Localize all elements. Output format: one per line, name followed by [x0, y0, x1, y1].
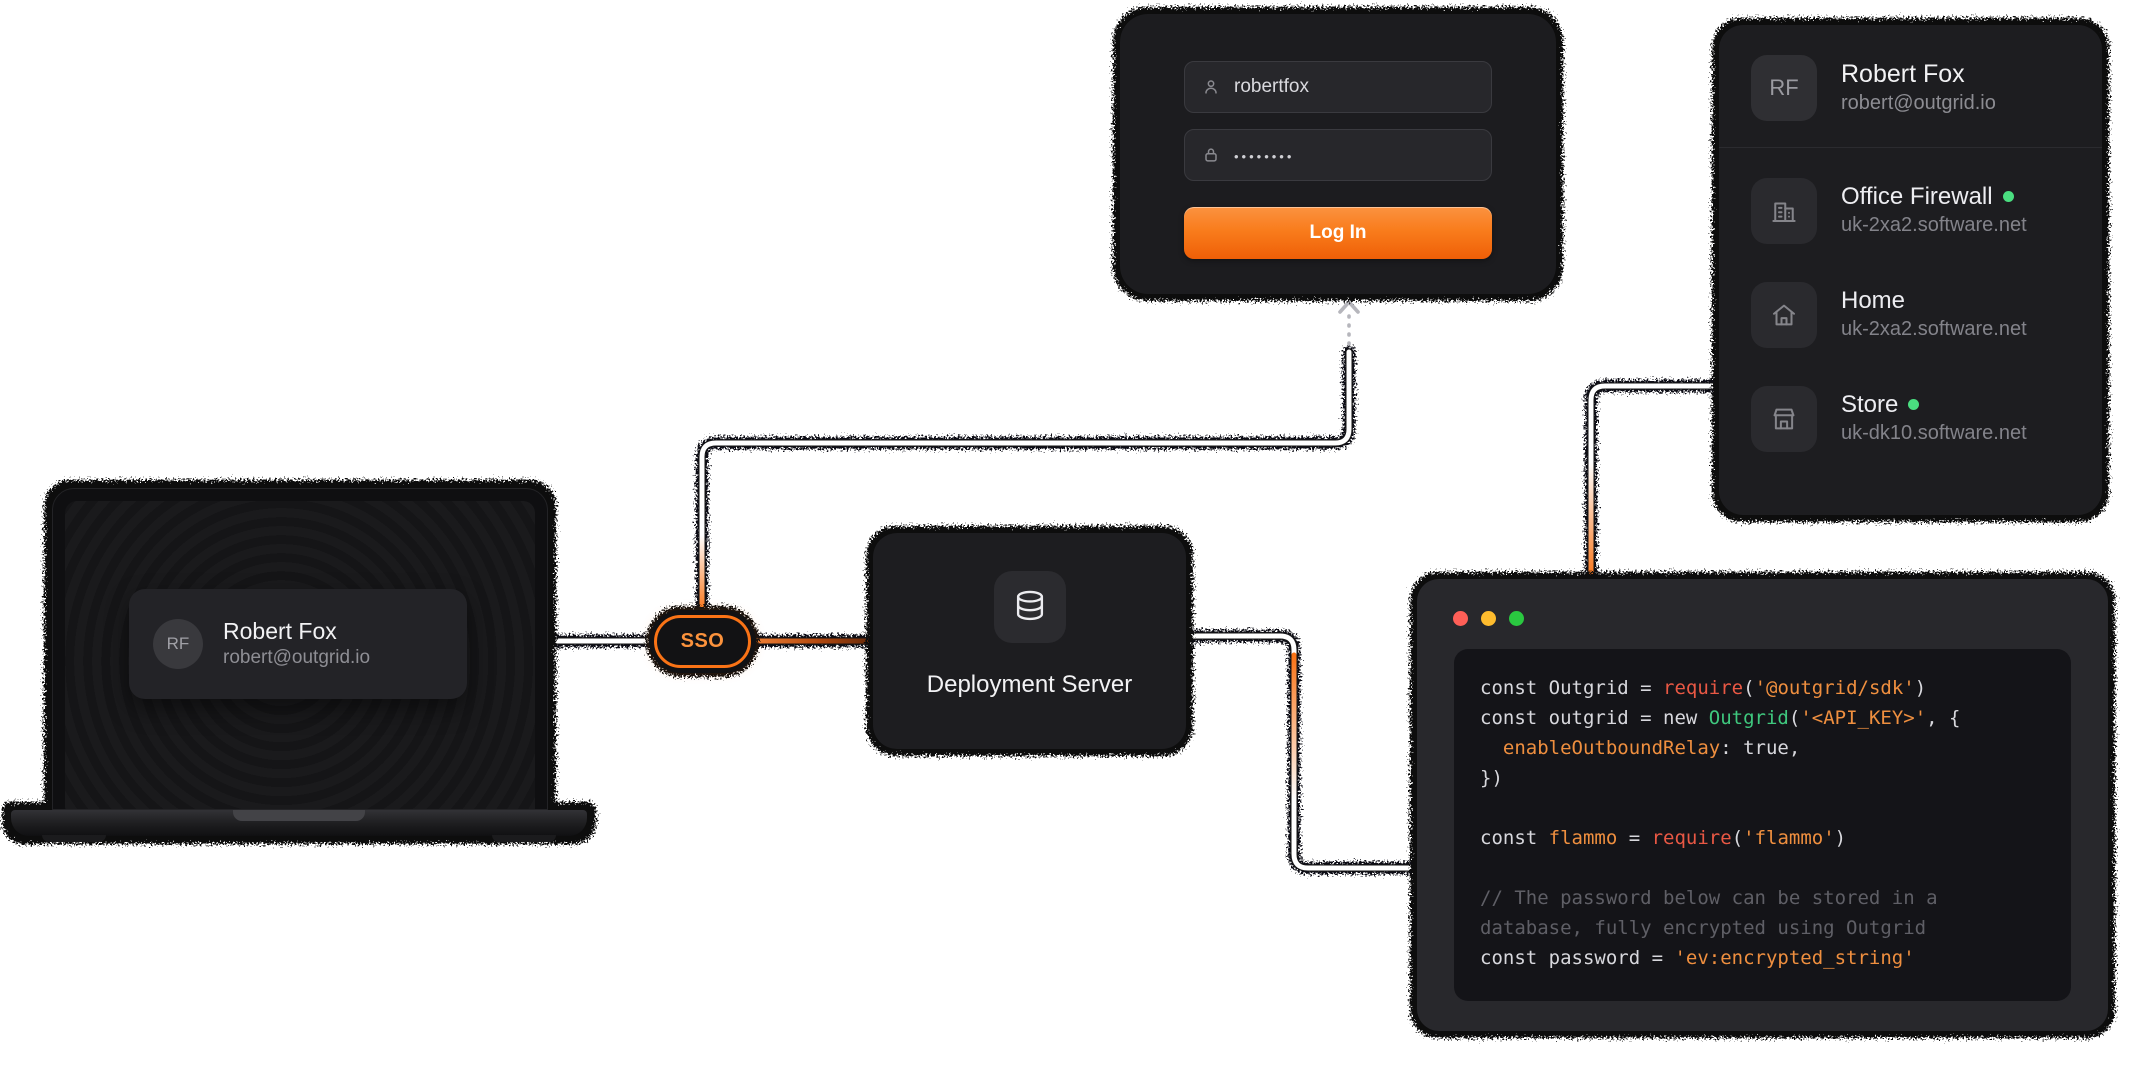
code-line: const password = 'ev:encrypted_string' — [1480, 947, 1915, 969]
login-button[interactable]: Log In — [1184, 207, 1492, 259]
divider — [1719, 147, 2102, 148]
online-status-dot — [1908, 399, 1920, 411]
laptop-groove — [233, 810, 365, 821]
minimize-window-icon[interactable] — [1481, 611, 1496, 626]
laptop-base — [11, 810, 587, 836]
window-controls — [1453, 611, 1524, 626]
code-line — [1480, 793, 2045, 823]
device-row-office-firewall[interactable]: Office Firewall uk-2xa2.software.net — [1751, 178, 2070, 244]
zoom-window-icon[interactable] — [1509, 611, 1524, 626]
server-label: Deployment Server — [926, 671, 1133, 698]
person-icon — [1201, 77, 1221, 97]
device-host: uk-2xa2.software.net — [1841, 318, 2027, 341]
server-icon-box — [993, 571, 1066, 643]
dashed-arrow-connector — [1338, 299, 1360, 354]
code-line: const Outgrid = require('@outgrid/sdk') — [1480, 677, 1927, 699]
sso-badge: SSO — [654, 615, 751, 668]
close-window-icon[interactable] — [1453, 611, 1468, 626]
sso-label: SSO — [680, 630, 725, 652]
device-row-home[interactable]: Home uk-2xa2.software.net — [1751, 282, 2070, 348]
home-icon — [1751, 282, 1817, 348]
database-icon — [1016, 590, 1043, 621]
online-status-dot — [2002, 191, 2014, 203]
code-line: // The password below can be stored in a — [1480, 887, 1938, 909]
password-input[interactable]: •••••••• — [1184, 129, 1492, 181]
code-content: const Outgrid = require('@outgrid/sdk') c… — [1480, 673, 2045, 973]
device-host: uk-dk10.software.net — [1841, 422, 2027, 445]
code-line: const flammo = require('flammo') — [1480, 827, 1847, 849]
code-line: database, fully encrypted using Outgrid — [1480, 917, 1927, 939]
laptop-foot — [492, 835, 556, 842]
code-line: enableOutboundRelay: true, — [1502, 737, 1801, 759]
code-line: const outgrid = new Outgrid('<API_KEY>',… — [1480, 707, 1961, 729]
store-icon — [1751, 386, 1817, 452]
lock-icon — [1201, 145, 1221, 165]
code-window: const Outgrid = require('@outgrid/sdk') c… — [1417, 579, 2108, 1031]
code-line: }) — [1480, 767, 1503, 789]
laptop-screen: RF Robert Fox robert@outgrid.io — [52, 488, 548, 810]
password-value: •••••••• — [1234, 148, 1295, 164]
code-panel: const Outgrid = require('@outgrid/sdk') c… — [1454, 649, 2071, 1001]
user-name: Robert Fox — [223, 618, 337, 645]
device-name: Home — [1841, 286, 1906, 314]
code-line — [1480, 853, 2045, 883]
office-building-icon — [1751, 178, 1817, 244]
laptop-user-card: RF Robert Fox robert@outgrid.io — [129, 589, 467, 699]
device-list: Office Firewall uk-2xa2.software.net — [1719, 148, 2102, 482]
user-name: Robert Fox — [1841, 59, 1965, 88]
login-card: robertfox •••••••• Log In — [1120, 14, 1556, 294]
user-panel: RF Robert Fox robert@outgrid.io — [1719, 25, 2102, 515]
username-value: robertfox — [1234, 76, 1309, 97]
user-panel-header: RF Robert Fox robert@outgrid.io — [1719, 25, 2102, 147]
avatar: RF — [1751, 55, 1817, 121]
connector-server-code — [1183, 633, 1428, 871]
connector-panel-code — [1588, 383, 1725, 585]
avatar: RF — [153, 619, 203, 669]
arrow-up-icon — [1338, 299, 1360, 314]
username-input[interactable]: robertfox — [1184, 61, 1492, 113]
connector-top-login-sso — [699, 349, 1352, 615]
device-name: Office Firewall — [1841, 182, 1993, 210]
user-email: robert@outgrid.io — [1841, 92, 1996, 115]
laptop-foot — [42, 835, 106, 842]
device-name: Store — [1841, 390, 1899, 418]
device-row-store[interactable]: Store uk-dk10.software.net — [1751, 386, 2070, 452]
user-email: robert@outgrid.io — [223, 647, 371, 669]
device-host: uk-2xa2.software.net — [1841, 214, 2027, 237]
deployment-server-card: Deployment Server — [873, 533, 1186, 749]
